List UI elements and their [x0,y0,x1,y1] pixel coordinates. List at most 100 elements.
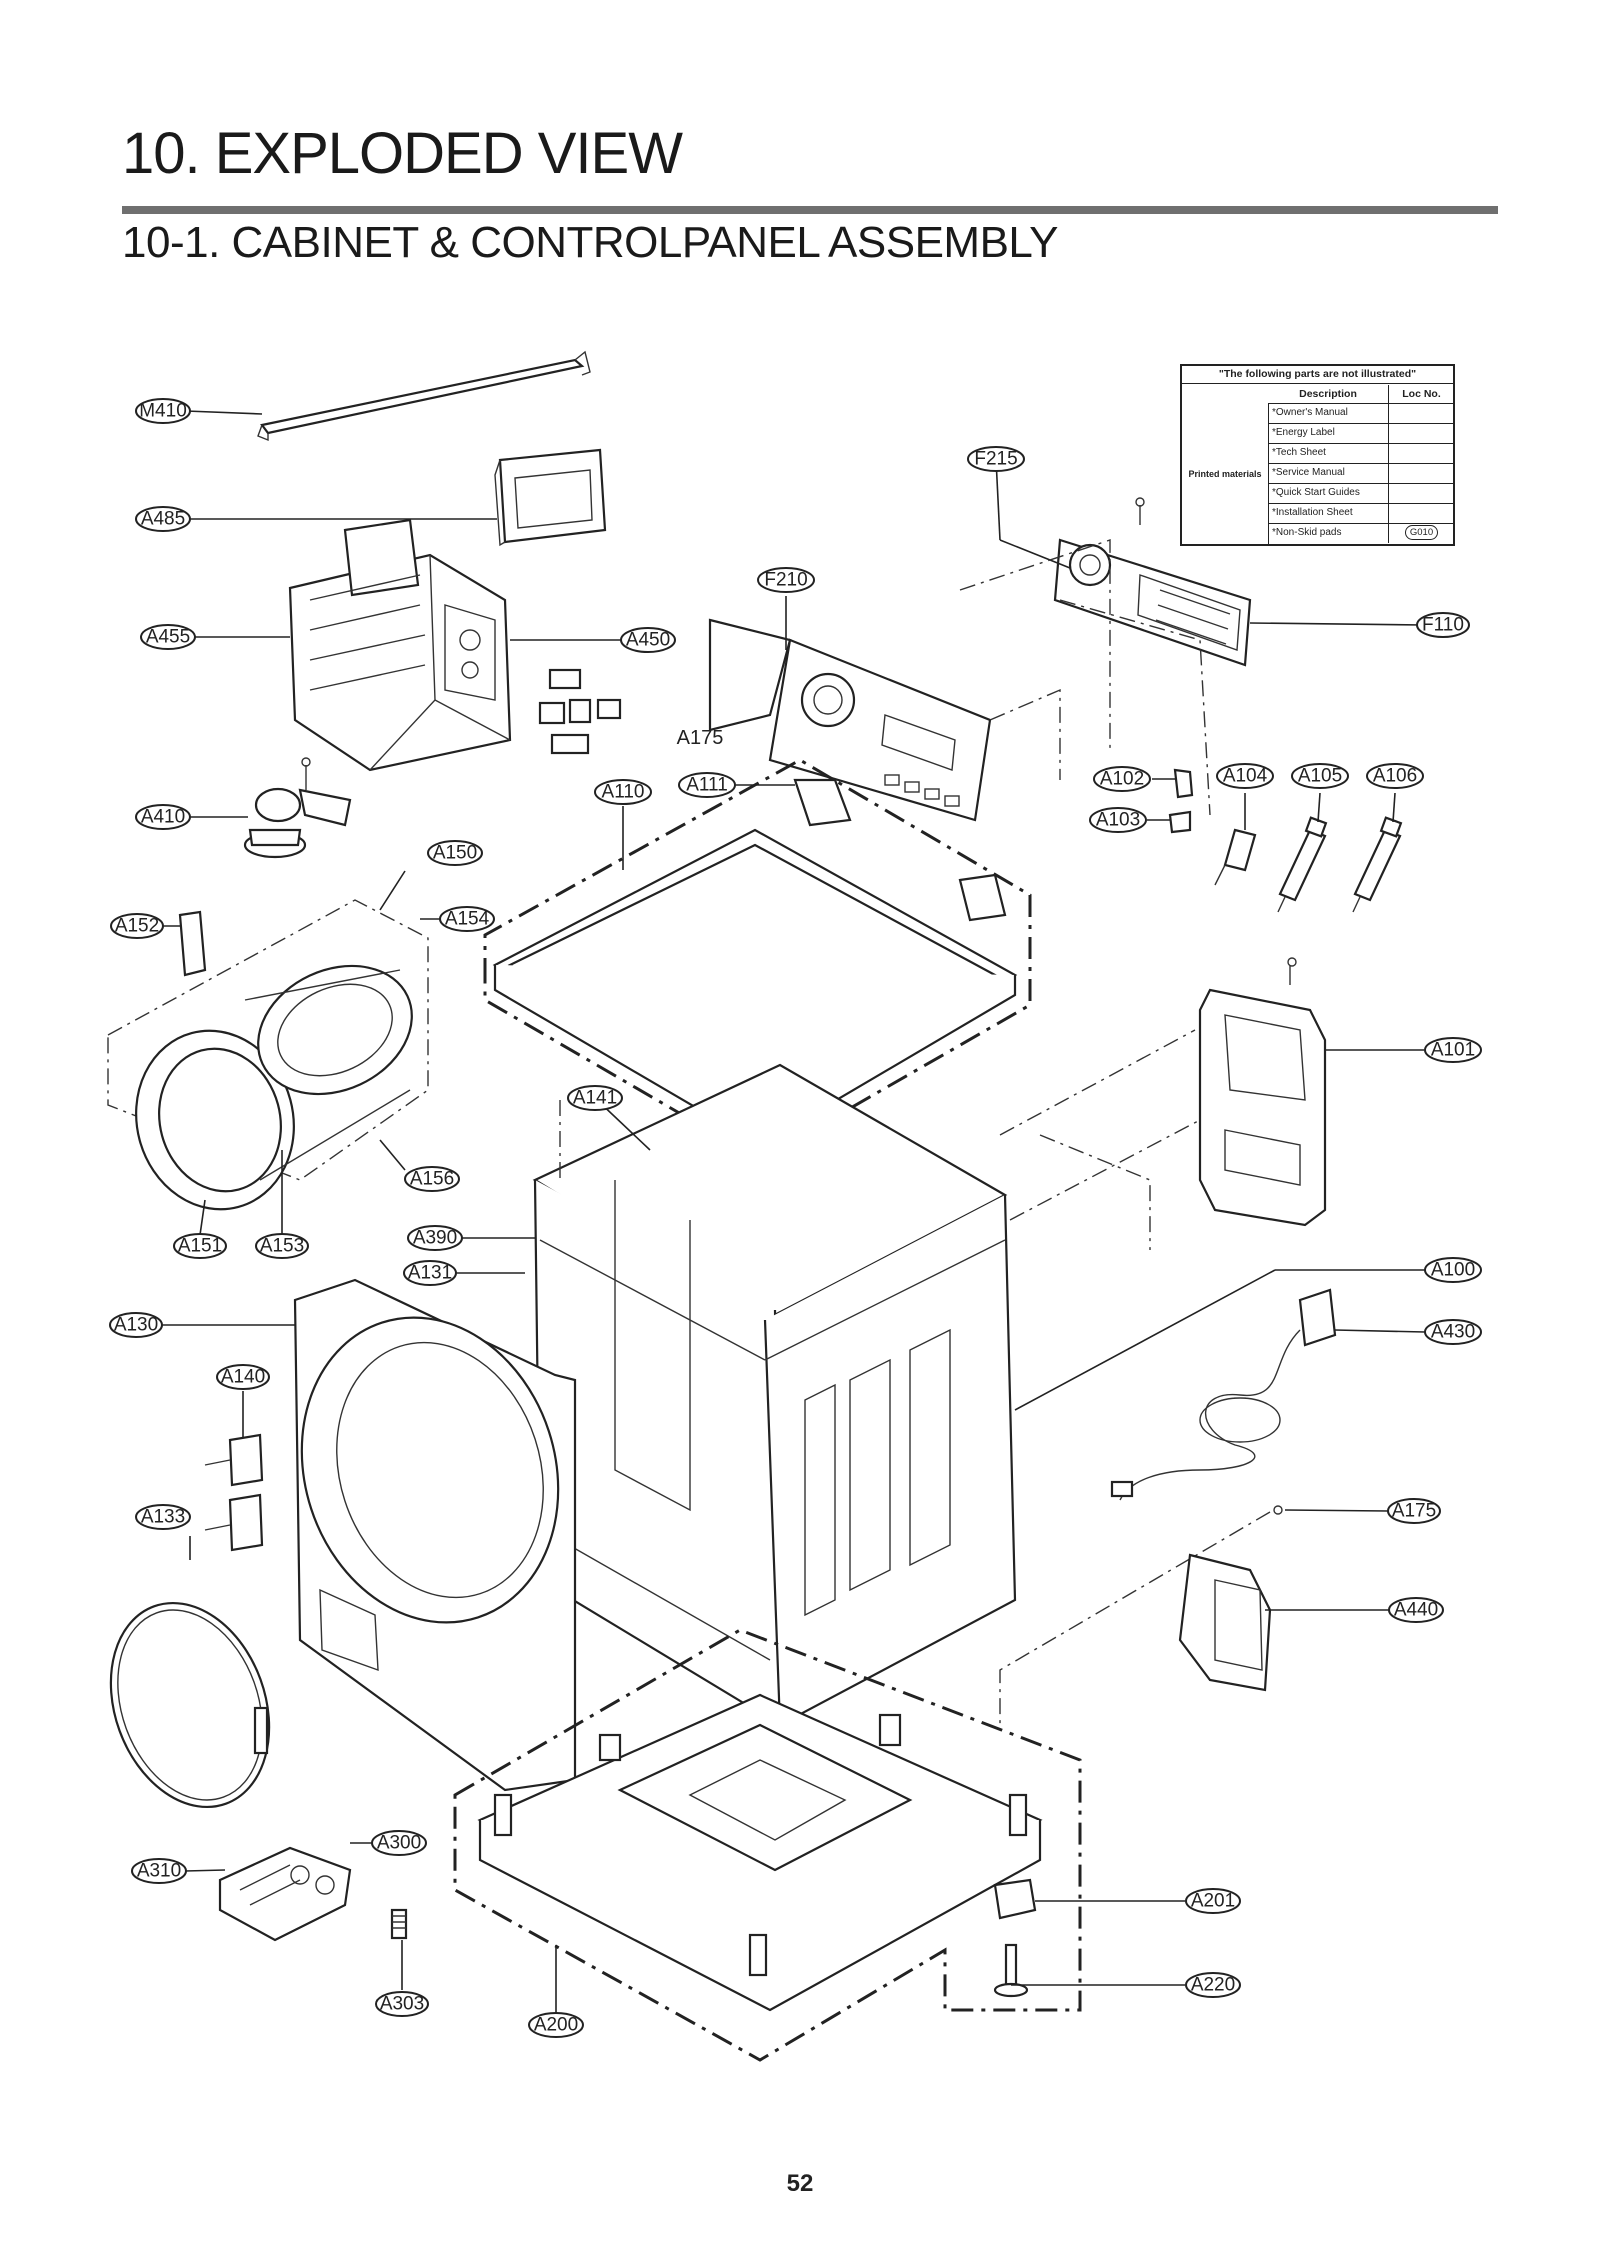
callout-a141: A141 [567,1085,623,1111]
section-subtitle: 10-1. CABINET & CONTROLPANEL ASSEMBLY [122,218,1058,267]
callout-m410: M410 [135,398,191,424]
svg-text:A410: A410 [141,807,185,828]
callout-a310: A310 [131,1858,187,1884]
part-a100-cabinet [532,1063,1017,1727]
callout-f215: F215 [967,446,1025,472]
svg-text:A110: A110 [602,782,645,803]
group-label: Printed materials [1182,403,1269,544]
callout-a440: A440 [1388,1597,1444,1623]
svg-text:A300: A300 [377,1833,421,1854]
table-title: "The following parts are not illustrated… [1182,366,1453,384]
part-f110-display-pcb [1053,497,1252,667]
svg-text:M410: M410 [139,401,187,422]
part-a102-a103 [1168,768,1194,834]
svg-text:A154: A154 [445,909,490,930]
part-a440-noise-filter [1178,1553,1272,1692]
callout-a450: A450 [620,627,676,653]
table-row: *Quick Start Guides [1269,483,1453,504]
table-row: *Installation Sheet [1269,503,1453,524]
callout-a131: A131 [403,1260,457,1286]
svg-text:A130: A130 [114,1315,158,1336]
part-clips [538,668,622,755]
callout-a102: A102 [1093,766,1151,792]
svg-text:A310: A310 [137,1861,181,1882]
callout-a154: A154 [439,906,495,932]
callout-a150: A150 [427,840,483,866]
svg-text:F215: F215 [974,449,1017,470]
section-title: 10. EXPLODED VIEW [122,121,683,186]
part-a220-leveling-foot [993,1943,1029,1998]
svg-text:A430: A430 [1431,1322,1475,1343]
callout-a103: A103 [1089,807,1147,833]
part-a485-module [494,448,607,547]
table-row: *Service Manual [1269,463,1453,484]
svg-text:A131: A131 [408,1263,452,1284]
callout-a220: A220 [1185,1972,1241,1998]
svg-text:A152: A152 [115,916,159,937]
svg-text:A390: A390 [413,1228,457,1249]
part-a150-door-ring [135,964,413,1211]
table-row: *Owner's Manual [1269,403,1453,424]
svg-text:A140: A140 [221,1367,265,1388]
svg-text:A220: A220 [1191,1975,1235,1996]
callout-a390: A390 [407,1225,463,1251]
callout-a485: A485 [135,506,191,532]
not-illustrated-table: "The following parts are not illustrated… [1180,364,1455,546]
callout-a101: A101 [1424,1037,1482,1063]
callout-a200: A200 [528,2012,584,2038]
svg-text:A104: A104 [1223,766,1268,787]
callout-a151: A151 [173,1233,227,1259]
part-a300-a310-drawer [218,1846,352,1942]
callout-a111: A111 [678,772,736,798]
part-a105-damper [1277,816,1328,913]
svg-text:A485: A485 [141,509,185,530]
header-loc: Loc No. [1388,385,1454,403]
callout-a130: A130 [109,1312,163,1338]
svg-text:A106: A106 [1373,766,1417,787]
callout-a410: A410 [135,804,191,830]
callout-a156: A156 [404,1166,460,1192]
svg-text:A103: A103 [1096,810,1140,831]
svg-text:A151: A151 [178,1236,222,1257]
svg-text:F210: F210 [764,570,807,591]
svg-text:A133: A133 [141,1507,185,1528]
part-a152-handle [178,910,207,977]
header-description: Description [1299,388,1357,400]
callout-a152: A152 [110,913,164,939]
part-a140-latches [204,1433,264,1552]
part-a130-front-panel [293,1278,577,1792]
callout-a104: A104 [1216,763,1274,789]
svg-text:A101: A101 [1431,1040,1475,1061]
callout-a153: A153 [255,1233,309,1259]
part-a410-pressure-switch [243,757,352,859]
svg-text:A455: A455 [146,627,190,648]
callout-a106: A106 [1366,763,1424,789]
svg-text:A440: A440 [1394,1600,1438,1621]
callout-a455: A455 [140,624,196,650]
loc-badge: G010 [1404,525,1439,540]
svg-text:A450: A450 [626,630,670,651]
svg-text:A200: A200 [534,2015,578,2036]
part-a455-control-board [288,518,512,772]
callout-a303: A303 [375,1991,429,2017]
table-row: *Energy Label [1269,423,1453,444]
table-header: Description Loc No. [1268,385,1453,404]
table-row: *Tech Sheet [1269,443,1453,464]
callout-a133: A133 [135,1504,191,1530]
svg-text:A201: A201 [1191,1891,1235,1912]
svg-text:A303: A303 [380,1994,424,2015]
callout-a300: A300 [371,1830,427,1856]
part-a430-power-cord [1110,1288,1337,1501]
callout-a105: A105 [1291,763,1349,789]
svg-text:F110: F110 [1422,615,1464,636]
callout-a175: A175 [1387,1498,1441,1524]
svg-text:A111: A111 [686,775,728,796]
callout-f110: F110 [1416,612,1470,638]
part-a200-base-frame [477,1693,1043,2012]
svg-text:A153: A153 [260,1236,304,1257]
part-a104-valve [1214,828,1257,886]
part-a110-top-cover [492,828,1018,1147]
title-rule [122,206,1498,214]
callout-a100: A100 [1424,1257,1482,1283]
